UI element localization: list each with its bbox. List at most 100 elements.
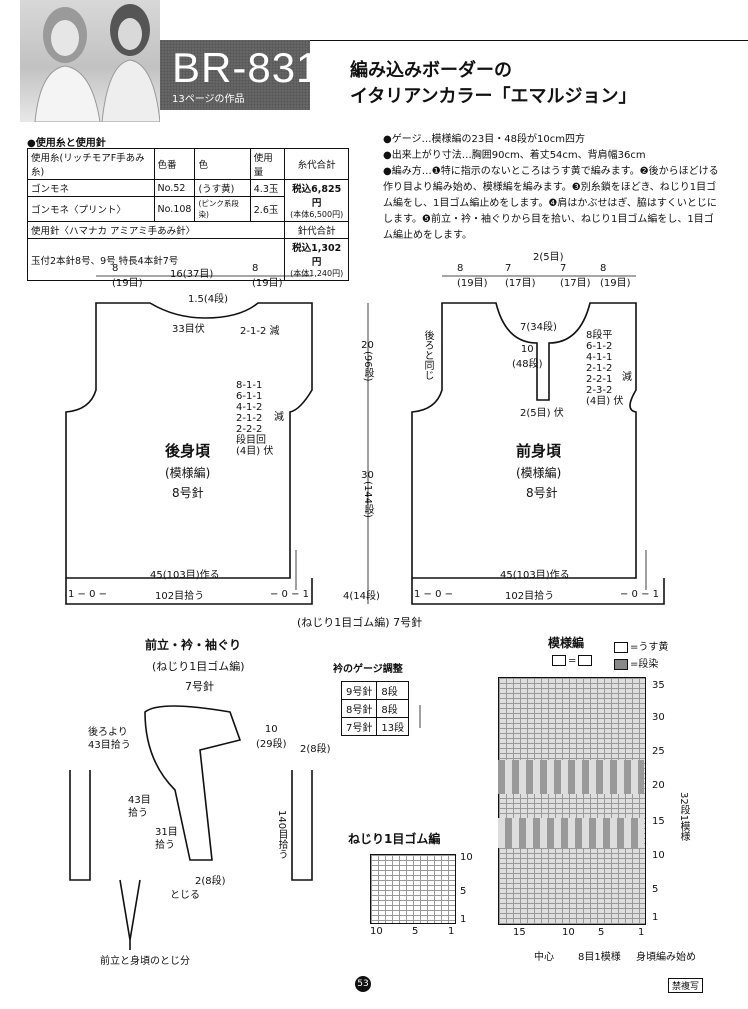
front-top-left-val: 8 <box>457 263 464 274</box>
front-top-r2-val: 7 <box>560 263 567 274</box>
chart-start: 身頃編み始め <box>636 952 696 963</box>
back-top-right: 8(19目) <box>252 263 283 289</box>
legend-box-empty <box>552 655 566 666</box>
back-rib-mark-right: − 0 − 1 <box>270 589 310 600</box>
legend-box-empty <box>614 641 628 653</box>
legend-light-yellow: =うす黄 <box>614 638 668 653</box>
collar-needle: 7号針 <box>185 680 214 693</box>
pattern-band <box>498 818 644 848</box>
back-arm-bind: (4目) 伏 <box>236 446 274 457</box>
rib-height: 4(14段) <box>343 587 380 602</box>
rib-chart-y0: 10 <box>460 852 473 863</box>
yarn-price-cell: 税込6,825円 (本体6,500円) <box>284 179 349 222</box>
front-rib-outline <box>411 578 665 605</box>
gauge-rows: 13段 <box>376 717 410 736</box>
legend-box-dark <box>614 658 628 670</box>
chart-x-label: 1 <box>638 927 645 938</box>
back-arm-rows: 段目回 <box>236 435 266 446</box>
body-height: 30(144段) <box>360 470 375 518</box>
collar-pick31: 31目拾う <box>155 826 178 852</box>
title-band <box>160 40 310 110</box>
back-body-outline <box>65 302 313 579</box>
yarn-row-amount: 2.6玉 <box>249 196 286 222</box>
back-armhole-dec: 8-1-1 6-1-1 4-1-2 2-1-2 2-2-2 段目回 (4目) 伏 <box>236 380 273 457</box>
title-rule <box>310 40 748 41</box>
front-top-l2-val: 7 <box>505 263 512 274</box>
yarn-price-base: (本体6,500円) <box>290 210 344 219</box>
needle-text: 玉付2本針8号、9号 特長4本針7号 <box>26 238 286 281</box>
pattern-title-line2: イタリアンカラー「エマルジョン」 <box>350 86 637 107</box>
front-neck-dec-row: 6-1-2 <box>586 341 613 352</box>
collar-sub: (ねじり1目ゴム編) <box>152 660 245 673</box>
needle-price: 税込1,302円 <box>292 243 342 268</box>
back-top-left-sub: (19目) <box>112 278 143 289</box>
back-top-mid: 16(37目) <box>170 265 213 280</box>
placket-height-val: 2 <box>195 876 202 887</box>
front-neck-depth-val: 7 <box>520 322 527 333</box>
pattern-code: BR-8313 <box>172 44 345 91</box>
collar-pick31-b: 拾う <box>155 840 175 851</box>
collar-outline <box>144 705 242 861</box>
rib-height-rows: (14段) <box>349 591 380 602</box>
back-top-mid-sub: (37目) <box>182 269 214 280</box>
gauge-note: ●ゲージ…模様編の23目・48段が10cm四方 <box>383 134 585 145</box>
front-neck-dec: 8段平 6-1-2 4-1-1 2-1-2 2-2-1 2-3-2 (4目) 伏 <box>586 330 623 407</box>
pattern-chart-title: 模様編 <box>548 636 585 650</box>
front-placket: 10(48段) <box>512 344 543 370</box>
col-price: 糸代合計 <box>284 148 349 180</box>
front-placket-val: 10 <box>520 344 534 355</box>
back-pick-up: 102目拾う <box>155 591 205 602</box>
rib-height-val: 4 <box>343 591 350 602</box>
front-pick-up: 102目拾う <box>505 591 555 602</box>
chart-y-label: 20 <box>652 780 665 791</box>
front-neck-dec-row: 2-2-1 <box>586 374 613 385</box>
yarn-price: 税込6,825円 <box>292 184 342 209</box>
front-top-l2-sub: (17目) <box>505 278 536 289</box>
collar-title: 前立・衿・袖ぐり <box>145 638 242 652</box>
placket-join-note: 前立と身頃のとじ分 <box>100 956 190 967</box>
size-note: ●出来上がり寸法…胸囲90cm、着丈54cm、背肩幅36cm <box>383 150 646 161</box>
gauge-needle: 7号針 <box>340 717 378 736</box>
front-neck-dec-row: 2-1-2 <box>586 363 613 374</box>
page-number: 53 <box>355 976 371 992</box>
front-top-center-sub: (5目) <box>539 252 564 263</box>
back-cast-on: 45(103目)作る <box>150 570 220 581</box>
instructions: ●ゲージ…模様編の23目・48段が10cm四方 ●出来上がり寸法…胸囲90cm、… <box>383 132 723 244</box>
front-pattern: (模様編) <box>516 466 562 480</box>
pattern-title: 編み込みボーダーの イタリアンカラー「エマルジョン」 <box>350 58 637 110</box>
legend-text3: =段染 <box>630 659 659 670</box>
back-neck-bind: 33目伏 <box>172 324 205 335</box>
collar-height-sub: (29段) <box>256 739 287 750</box>
front-placket-bind: 2(5目) 伏 <box>520 404 564 419</box>
back-top-mid-val: 16 <box>170 269 183 280</box>
page-reference: 13ページの作品 <box>172 94 245 105</box>
legend-text2: = <box>568 655 577 667</box>
legend-box-twist <box>578 655 593 666</box>
back-arm-dec-row: 2-2-2 <box>236 424 263 435</box>
back-arm-dec-row: 8-1-1 <box>236 380 263 391</box>
front-rib-mark-right: − 0 − 1 <box>620 589 660 600</box>
front-neck-dec-row: 2-3-2 <box>586 385 613 396</box>
model-photo <box>20 0 160 122</box>
yarn-row-color: (ピンク系段染) <box>194 196 251 222</box>
rib-chart-x2: 1 <box>448 926 455 937</box>
armhole-band: 2(8段) <box>300 740 331 755</box>
back-top-right-val: 8 <box>252 263 259 274</box>
collar-pick43: 43目拾う <box>128 794 151 820</box>
front-placket-bind-val: 2 <box>520 408 527 419</box>
front-neck-dec-label: 減 <box>622 372 632 383</box>
method-note: ●編み方…❶特に指示のないところはうす黄で編みます。❷後からほどける作り目より編… <box>383 166 719 241</box>
collar-pick43-a: 43目 <box>128 795 151 806</box>
yarn-table: 使用糸(リッチモアF手あみ糸) 色番 色 使用量 糸代合計 ゴンモネ No.52… <box>26 148 349 281</box>
back-rib-outline <box>65 578 313 605</box>
armhole-height-val: 20 <box>361 340 374 351</box>
pattern-chart-grid <box>498 677 646 925</box>
back-needle: 8号針 <box>172 486 204 500</box>
gauge-rows: 8段 <box>376 681 410 700</box>
front-neck-depth: 7(34段) <box>520 318 557 333</box>
needle-price-base: (本体1,240円) <box>290 269 344 278</box>
pattern-band <box>498 760 644 794</box>
back-neck-depth-val: 1.5 <box>188 294 204 305</box>
